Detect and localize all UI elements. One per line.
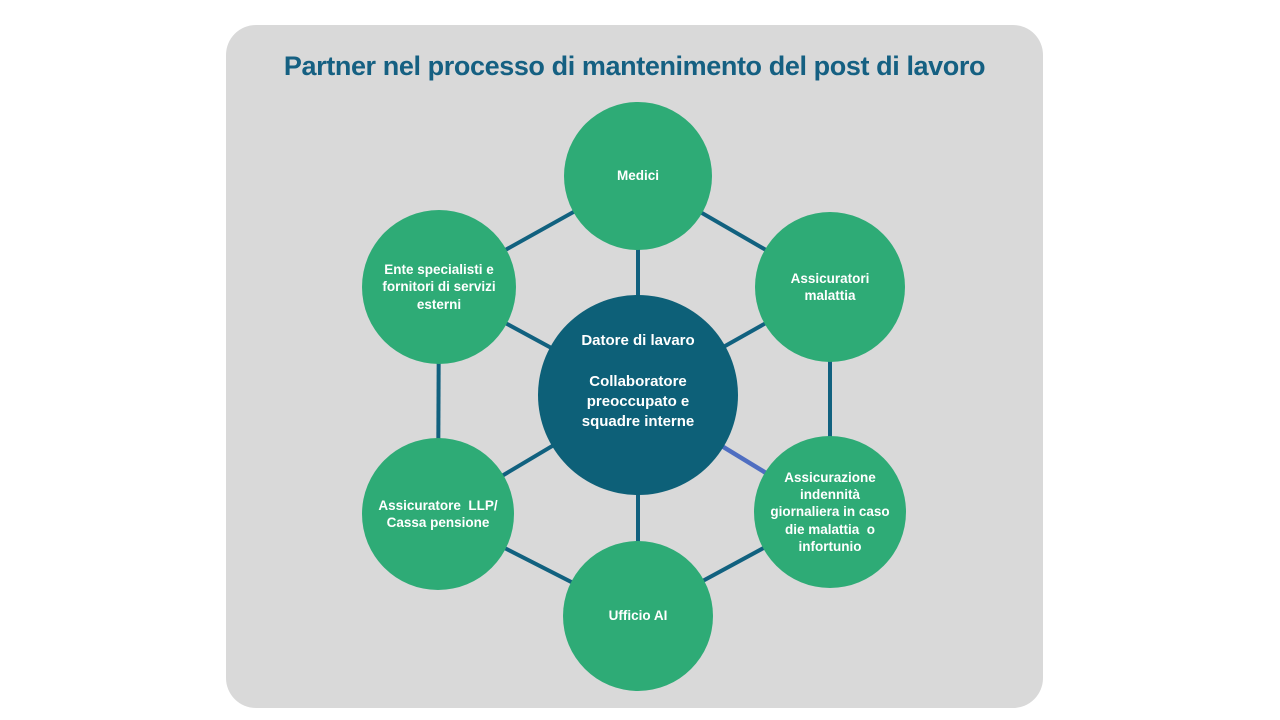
node-datore-di-lavoro-label: Datore di lavaro Collaboratore preoccupa… [581, 332, 695, 431]
diagram-title: Partner nel processo di mantenimento del… [283, 51, 986, 81]
node-assicuratore-llp-label: Assicuratore LLP/ Cassa pensione [378, 497, 498, 530]
node-assicuratori-malattia: Assicuratori malattia [755, 212, 905, 362]
node-assicurazione-indennita-label: Assicurazione indennità giornaliera in c… [770, 469, 890, 554]
node-ufficio-ai-label: Ufficio AI [608, 608, 668, 624]
node-assicurazione-indennita: Assicurazione indennità giornaliera in c… [754, 436, 906, 588]
node-ente-specialisti-label: Ente specialisti e fornitori di servizi … [382, 262, 496, 312]
node-medici: Medici [564, 102, 712, 250]
node-datore-di-lavoro: Datore di lavaro Collaboratore preoccupa… [538, 295, 738, 495]
node-assicuratori-malattia-label: Assicuratori malattia [790, 270, 870, 303]
node-medici-label: Medici [616, 168, 659, 184]
node-ente-specialisti: Ente specialisti e fornitori di servizi … [362, 210, 516, 364]
node-assicuratore-llp: Assicuratore LLP/ Cassa pensione [362, 438, 514, 590]
node-ufficio-ai: Ufficio AI [563, 541, 713, 691]
